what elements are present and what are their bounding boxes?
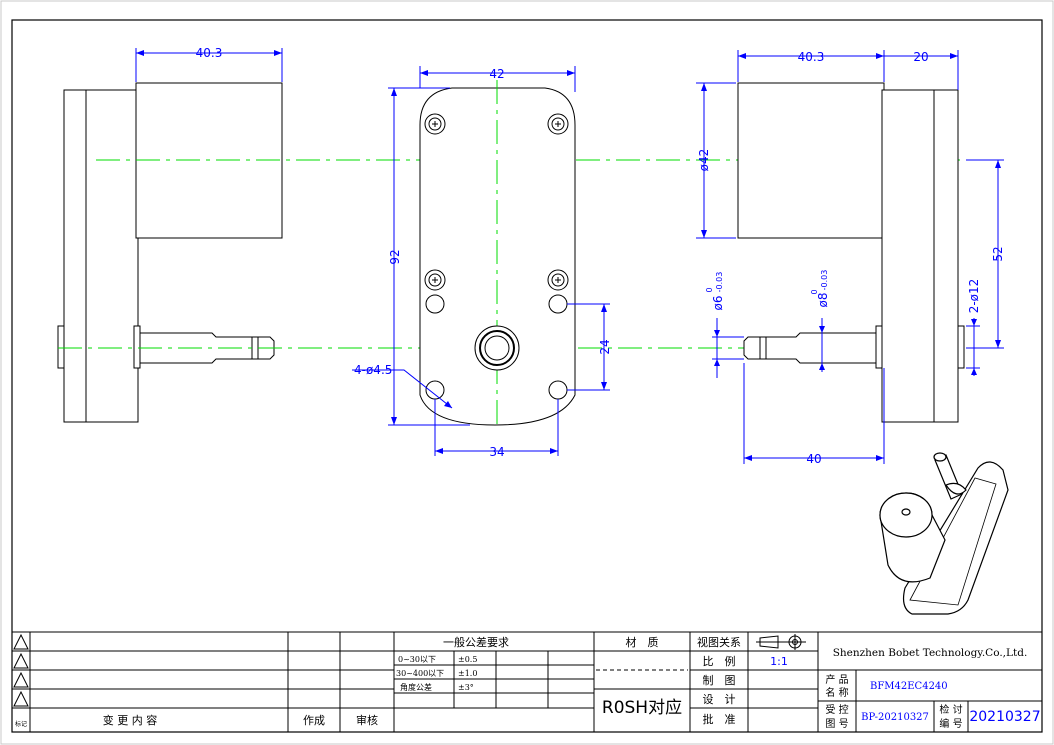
right-center-distance-label: 52 (991, 246, 1005, 261)
reviewed-header: 审核 (356, 713, 378, 727)
drawn-label: 制 图 (703, 674, 736, 687)
front-height-label: 92 (388, 249, 402, 264)
right-shaft-small-label: ø6 (711, 296, 725, 311)
tolerance-row3-range: 角度公差 (400, 682, 432, 692)
drawing-no-value: BP-20210327 (861, 712, 929, 723)
design-label: 设 计 (703, 693, 736, 706)
view-relation-label: 视图关系 (697, 635, 741, 649)
corner-mark-label: 标记 (15, 720, 27, 728)
check-no-value: 20210327 (969, 709, 1040, 725)
revision-triangles (13, 633, 29, 707)
tolerance-row2-value: ±1.0 (458, 669, 477, 678)
tolerance-row3-value: ±3° (458, 683, 474, 692)
front-hole-spacing-h-label: 34 (489, 445, 504, 459)
isometric-view (879, 452, 1009, 615)
right-side-view: 40.3 20 ø42 52 2-ø12 ø6 0 -0.03 ø (696, 50, 1005, 466)
right-mount-holes-label: 2-ø12 (967, 279, 981, 314)
tolerance-row1-range: 0~30以下 (398, 655, 436, 664)
right-shaft-large-tol-upper: 0 (810, 289, 819, 294)
front-width-label: 42 (489, 67, 504, 81)
front-screw-holes (424, 113, 569, 400)
front-view: 42 92 24 34 4-ø4.5 (352, 66, 612, 459)
approve-label: 批 准 (703, 712, 736, 726)
material-label: 材 质 (626, 635, 659, 649)
made-by-header: 作成 (303, 714, 325, 727)
right-motor-diameter-label: ø42 (697, 149, 711, 172)
left-gearbox-plate (63, 89, 139, 423)
left-output-shaft (139, 332, 275, 364)
revision-content-header: 变 更 内 容 (103, 713, 158, 727)
scale-value: 1:1 (770, 655, 788, 668)
company-name: Shenzhen Bobet Technology.Co.,Ltd. (833, 647, 1028, 659)
right-output-shaft (743, 332, 877, 364)
check-no-label-1: 检 讨 (939, 703, 962, 716)
product-name-label-1: 产 品 (825, 673, 848, 686)
product-name-label-2: 名 称 (825, 686, 848, 699)
right-motor-length-label: 40.3 (798, 50, 825, 64)
left-back-boss (57, 325, 65, 369)
material-value: R0SH对应 (602, 698, 682, 718)
right-shaft-length-label: 40 (806, 452, 821, 466)
drawing-no-label-1: 受 控 (825, 703, 848, 716)
right-shaft-large-label: ø8 (816, 293, 830, 308)
product-name-value: BFM42EC4240 (870, 681, 948, 692)
right-shaft-small-tol-lower: -0.03 (715, 272, 724, 293)
front-hole-callout: 4-ø4.5 (354, 363, 392, 377)
right-motor-body (737, 82, 885, 239)
left-motor-length-label: 40.3 (196, 46, 223, 60)
scale-label: 比 例 (703, 654, 736, 668)
right-shaft-small-tol-upper: 0 (705, 287, 714, 292)
front-hole-spacing-v-label: 24 (598, 339, 612, 354)
right-shaft-large-tol-lower: -0.03 (820, 270, 829, 291)
tolerance-title: 一般公差要求 (443, 635, 509, 649)
tolerance-row1-value: ±0.5 (458, 655, 477, 664)
left-side-view: 40.3 (57, 46, 1000, 423)
tolerance-row2-range: 30~400以下 (396, 669, 444, 678)
right-gearbox-width-label: 20 (913, 50, 928, 64)
title-block: 标记 变 更 内 容 作成 审核 一般公差要求 0~30以下 ±0.5 30~4… (11, 631, 1043, 733)
front-output-boss (474, 325, 520, 371)
drawing-no-label-2: 图 号 (825, 718, 848, 730)
check-no-label-2: 编 号 (939, 717, 962, 730)
projection-symbol-icon (756, 634, 806, 650)
right-gearbox-plate (881, 89, 959, 423)
